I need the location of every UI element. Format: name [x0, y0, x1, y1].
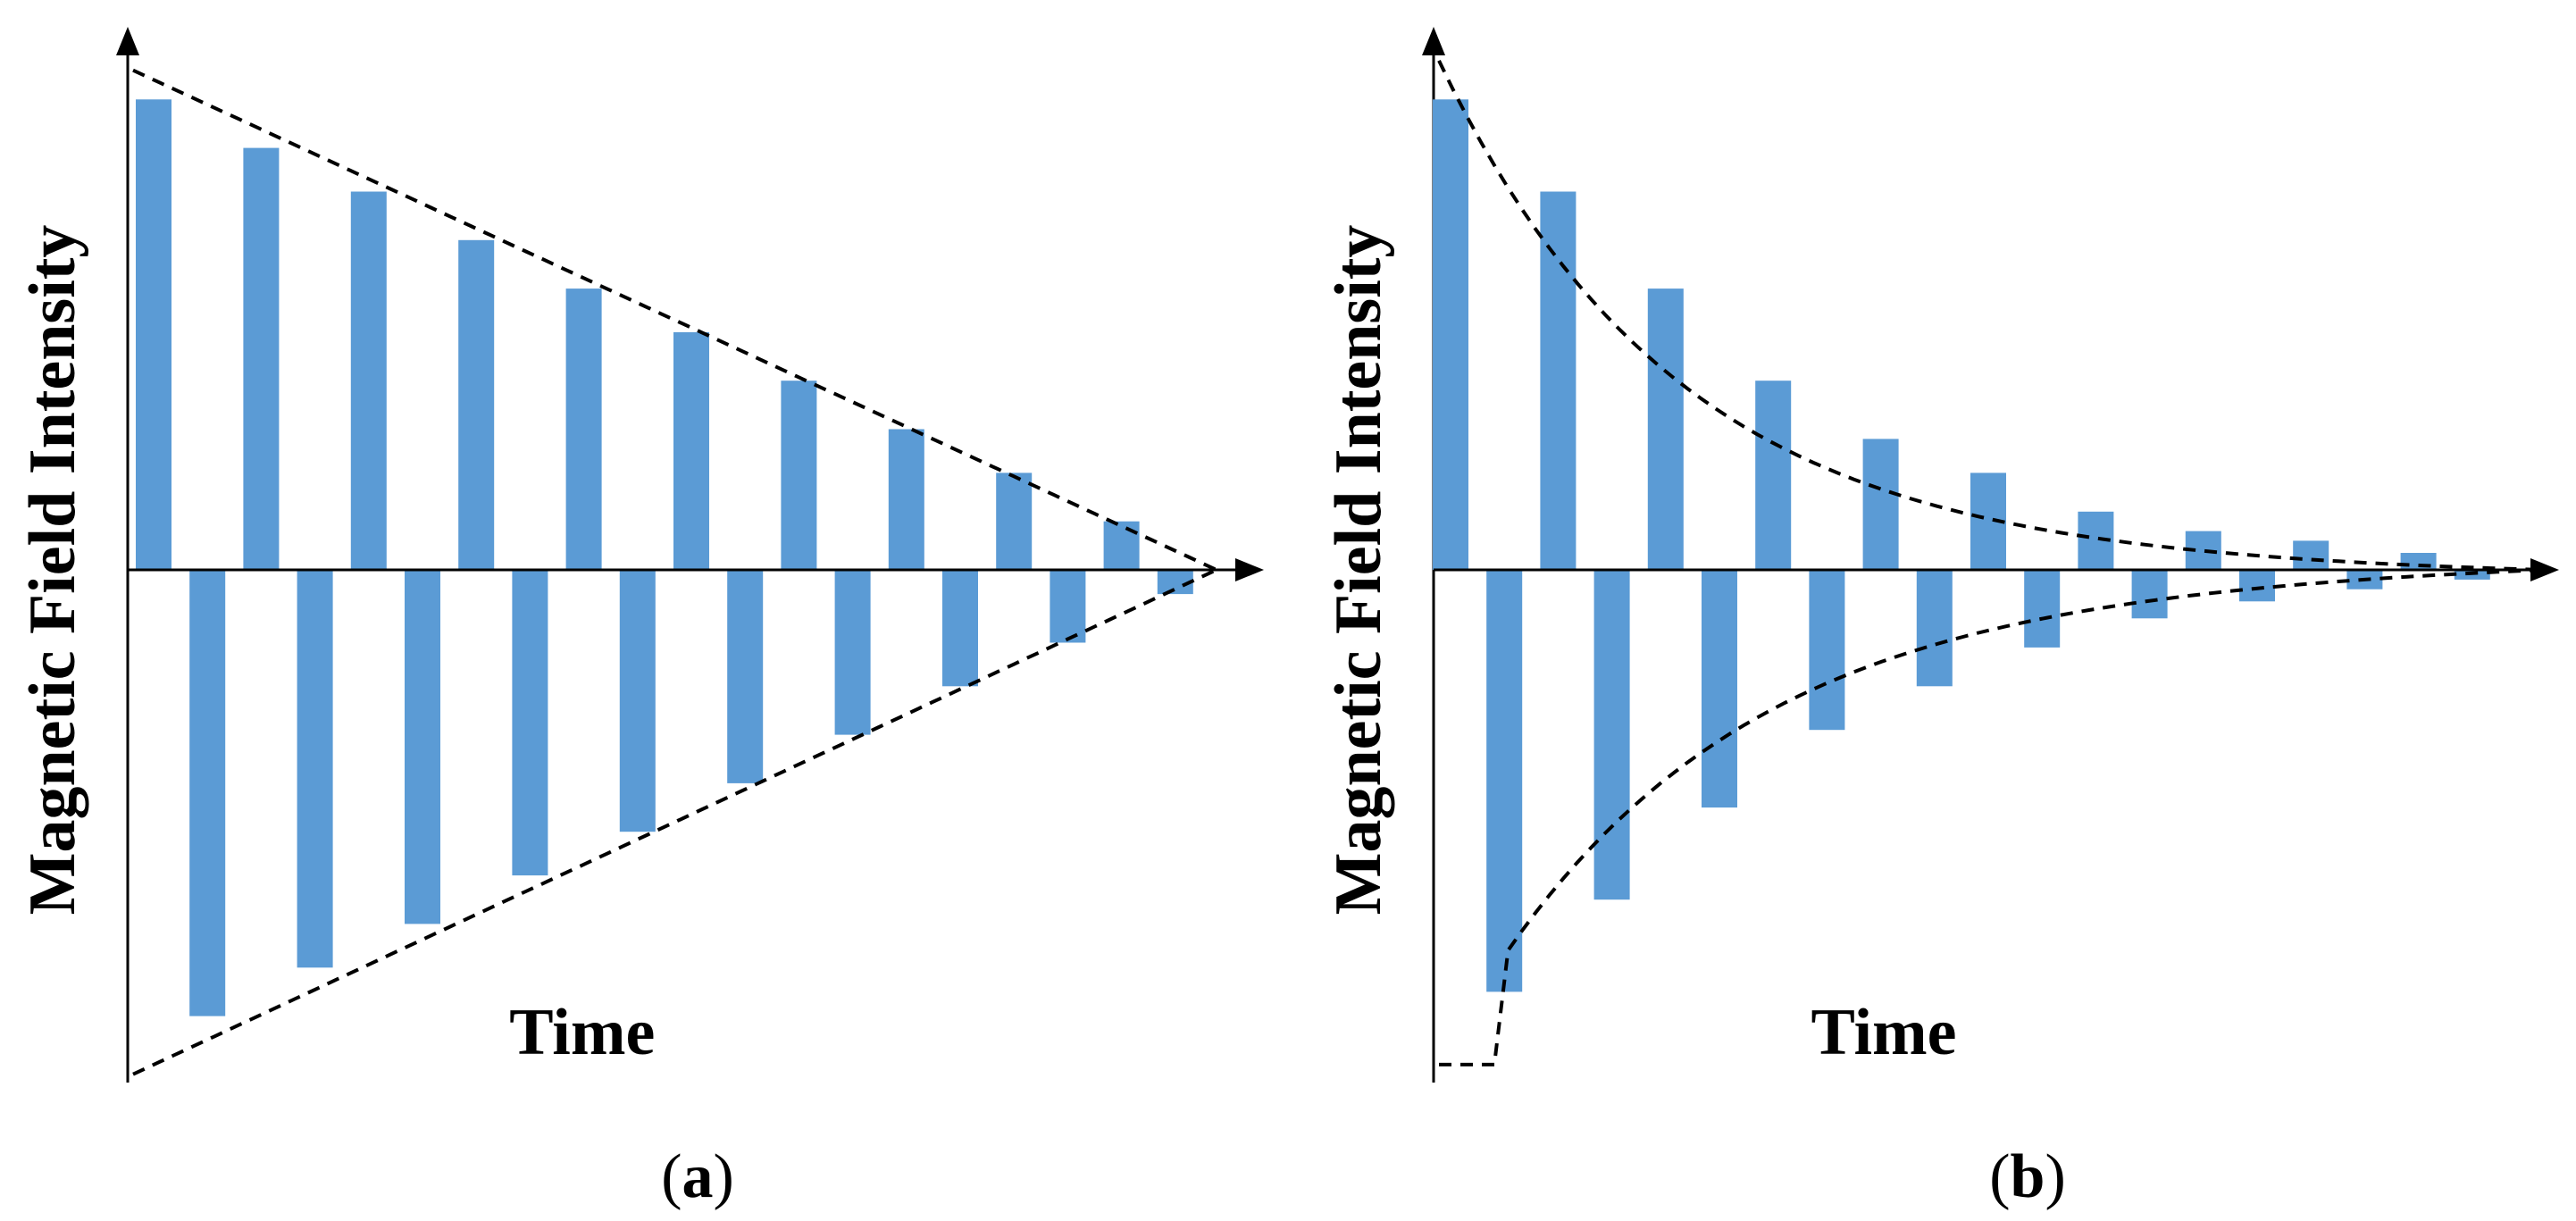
bar [565, 289, 602, 570]
bar [1433, 99, 1468, 571]
bar [1540, 191, 1577, 570]
bar [1916, 570, 1953, 687]
upper-envelope-line [132, 68, 1217, 572]
bar [1486, 570, 1523, 992]
caption-letter: a [682, 1142, 714, 1211]
bar [1862, 439, 1899, 570]
bar [2400, 553, 2437, 570]
bar [619, 570, 656, 832]
panel-caption: (b) [1989, 1142, 2066, 1211]
bar [996, 473, 1033, 570]
bar [834, 570, 871, 735]
y-axis-label: Magnetic Field Intensity [1322, 225, 1395, 916]
bar [297, 570, 333, 968]
bar [1647, 289, 1684, 570]
bar [2239, 570, 2275, 602]
bar [350, 191, 387, 570]
caption-close-paren: ) [2045, 1142, 2065, 1211]
bar [1809, 570, 1845, 731]
bar [1103, 521, 1140, 570]
caption-open-paren: ( [661, 1142, 682, 1211]
bar [2131, 570, 2168, 619]
bar [942, 570, 978, 687]
bar [458, 239, 495, 570]
upper-envelope-line [1437, 60, 2547, 572]
y-axis-arrow-icon [116, 27, 139, 55]
y-axis-arrow-icon [1422, 27, 1445, 55]
lower-envelope-line [132, 568, 1217, 1076]
bar [1050, 570, 1086, 643]
x-axis-arrow-icon [1235, 558, 1264, 581]
x-axis-label: Time [1811, 996, 1956, 1069]
x-axis-label: Time [509, 996, 655, 1069]
bar [1702, 570, 1737, 808]
x-axis-arrow-icon [2530, 558, 2559, 581]
bar [1755, 381, 1792, 570]
bar [405, 570, 440, 924]
bar [2293, 540, 2329, 570]
bar [673, 331, 709, 570]
bar [781, 381, 817, 570]
caption-open-paren: ( [1989, 1142, 2010, 1211]
caption-close-paren: ) [714, 1142, 734, 1211]
bar [189, 570, 226, 1016]
bar [136, 99, 171, 571]
y-axis-label: Magnetic Field Intensity [16, 225, 89, 916]
bar [1593, 570, 1630, 900]
bar [888, 429, 924, 570]
bar [2024, 570, 2061, 648]
lower-envelope-line [1439, 568, 2547, 1066]
bar [512, 570, 548, 876]
bar [243, 147, 280, 570]
bar [727, 570, 764, 783]
panel-caption: (a) [661, 1142, 734, 1211]
caption-letter: b [2011, 1142, 2045, 1211]
